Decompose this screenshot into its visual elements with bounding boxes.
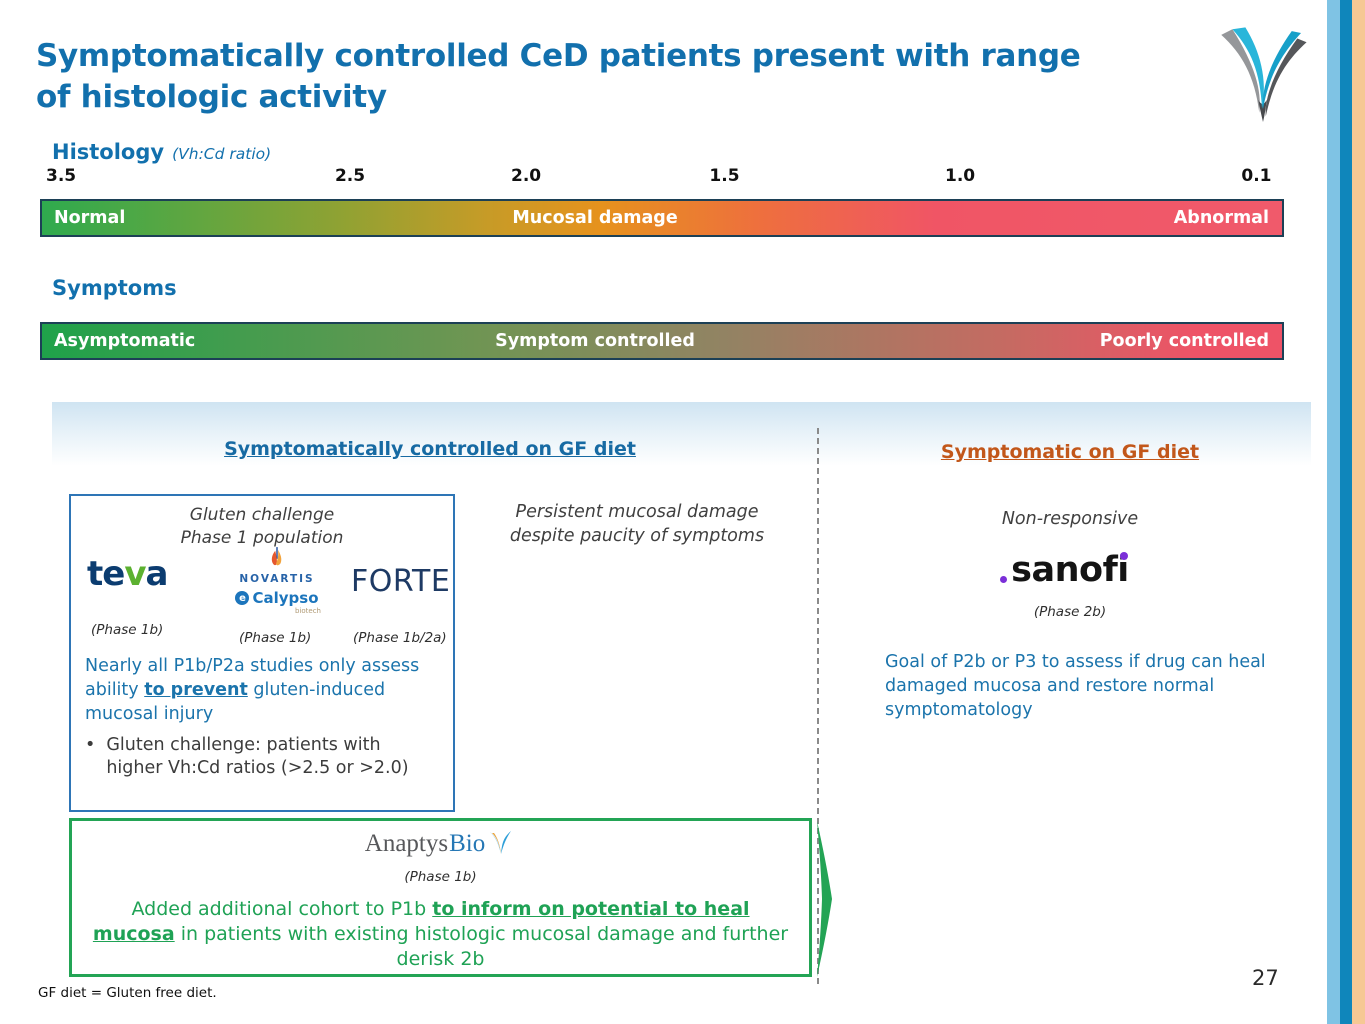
- scale-tick: 1.5: [709, 166, 740, 186]
- green-statement-emphasis: to inform on potential to heal mucosa: [92, 898, 750, 945]
- statement-emphasis: to prevent: [144, 680, 248, 700]
- right-column-header: Symptomatic on GF diet: [940, 441, 1200, 463]
- edge-stripe-peach: [1352, 0, 1365, 1024]
- histology-zone-mucosal-damage: Mucosal damage: [512, 208, 678, 228]
- gluten-challenge-bullet: • Gluten challenge: patients with higher…: [85, 734, 433, 780]
- symptoms-label: Symptoms: [52, 276, 177, 300]
- symptoms-section-label: Symptoms: [52, 276, 177, 300]
- teva-phase-label: (Phase 1b): [91, 622, 164, 638]
- gluten-caption-line1: Gluten challenge: [189, 505, 335, 525]
- histology-gradient-bar: Normal Mucosal damage Abnormal: [40, 199, 1284, 237]
- persistent-note-line1: Persistent mucosal damage: [515, 502, 759, 522]
- novartis-phase-label: (Phase 1b): [239, 630, 312, 646]
- green-arrow-icon: [817, 821, 832, 977]
- sanofi-phase-label: (Phase 2b): [1033, 604, 1107, 620]
- anaptysbio-logo-text-bio: Bio: [449, 830, 486, 857]
- page-title: Symptomatically controlled CeD patients …: [36, 36, 1216, 118]
- scale-tick: 3.5: [46, 166, 77, 186]
- gluten-challenge-box: Gluten challenge Phase 1 population teva…: [69, 494, 455, 812]
- column-divider: [817, 428, 819, 984]
- footnote: GF diet = Gluten free diet.: [38, 985, 217, 1001]
- calypso-biotech-text: biotech: [294, 607, 321, 615]
- symptoms-gradient-bar: Asymptomatic Symptom controlled Poorly c…: [40, 322, 1284, 360]
- symptoms-zone-asymptomatic: Asymptomatic: [54, 331, 196, 351]
- added-cohort-statement: Added additional cohort to P1b to inform…: [92, 897, 789, 972]
- teva-logo-leaf: v: [124, 554, 146, 594]
- teva-logo-text2: a: [145, 554, 168, 594]
- bullet-glyph: •: [85, 735, 96, 755]
- page-title-line1: Symptomatically controlled CeD patients …: [36, 38, 1081, 74]
- histology-scale: 3.5 2.5 2.0 1.5 1.0 0.1: [40, 166, 1280, 188]
- gluten-caption-line2: Phase 1 population: [180, 528, 344, 548]
- statement-pre: Nearly all P1b/P2a studies only assess a…: [85, 656, 420, 700]
- edge-stripe-light-blue: [1327, 0, 1340, 1024]
- non-responsive-note: Non-responsive: [1001, 509, 1139, 529]
- histology-label: Histology: [52, 140, 165, 164]
- sanofi-logo: sanofi: [1000, 550, 1129, 590]
- calypso-icon: e: [235, 591, 250, 605]
- histology-sublabel: (Vh:Cd ratio): [172, 145, 272, 163]
- histology-zone-normal: Normal: [54, 208, 126, 228]
- persistent-damage-note: Persistent mucosal damage despite paucit…: [462, 500, 812, 548]
- gluten-box-caption: Gluten challenge Phase 1 population: [71, 504, 453, 550]
- bullet-text: Gluten challenge: patients with higher V…: [106, 735, 409, 778]
- novartis-calypso-logo: NOVARTIS e Calypso biotech: [229, 546, 325, 615]
- sanofi-logo-wrap: sanofi: [880, 550, 1260, 590]
- novartis-flame-icon: [271, 547, 282, 566]
- calypso-logo-text: Calypso: [252, 589, 319, 607]
- forte-logo: FORTE: [351, 564, 451, 599]
- page-number: 27: [1252, 966, 1279, 990]
- scale-tick: 2.5: [334, 166, 366, 186]
- left-column-header: Symptomatically controlled on GF diet: [224, 438, 636, 460]
- scale-tick: 0.1: [1241, 166, 1272, 186]
- p1b-studies-statement: Nearly all P1b/P2a studies only assess a…: [85, 654, 443, 726]
- goal-statement: Goal of P2b or P3 to assess if drug can …: [885, 652, 1266, 720]
- edge-stripe-dark-blue: [1340, 0, 1352, 1024]
- green-statement-pre: Added additional cohort to P1b: [131, 898, 433, 920]
- histology-zone-abnormal: Abnormal: [1173, 208, 1269, 228]
- teva-logo-text: te: [87, 554, 125, 594]
- anaptysbio-logo-text-anaptys: Anaptys: [364, 830, 449, 857]
- persistent-note-line2: despite paucity of symptoms: [509, 526, 765, 546]
- symptoms-zone-symptom-controlled: Symptom controlled: [495, 331, 695, 351]
- anaptysbio-v-icon: [490, 831, 512, 854]
- scale-tick: 2.0: [511, 166, 542, 186]
- symptoms-zone-poorly-controlled: Poorly controlled: [1099, 331, 1269, 351]
- statement-post: gluten-induced mucosal injury: [85, 680, 386, 724]
- anaptysbio-logo-icon: [1212, 20, 1314, 122]
- green-statement-post: in patients with existing histologic muc…: [174, 923, 789, 970]
- page-title-line2: of histologic activity: [36, 79, 387, 115]
- scale-tick: 1.0: [945, 166, 976, 186]
- novartis-logo-text: NOVARTIS: [239, 573, 315, 585]
- teva-logo: teva: [87, 554, 168, 594]
- section-highlight-band: [52, 402, 1311, 466]
- histology-section-label: Histology (Vh:Cd ratio): [52, 140, 271, 164]
- anaptysbio-phase-label: (Phase 1b): [404, 869, 477, 885]
- forte-phase-label: (Phase 1b/2a): [353, 630, 447, 646]
